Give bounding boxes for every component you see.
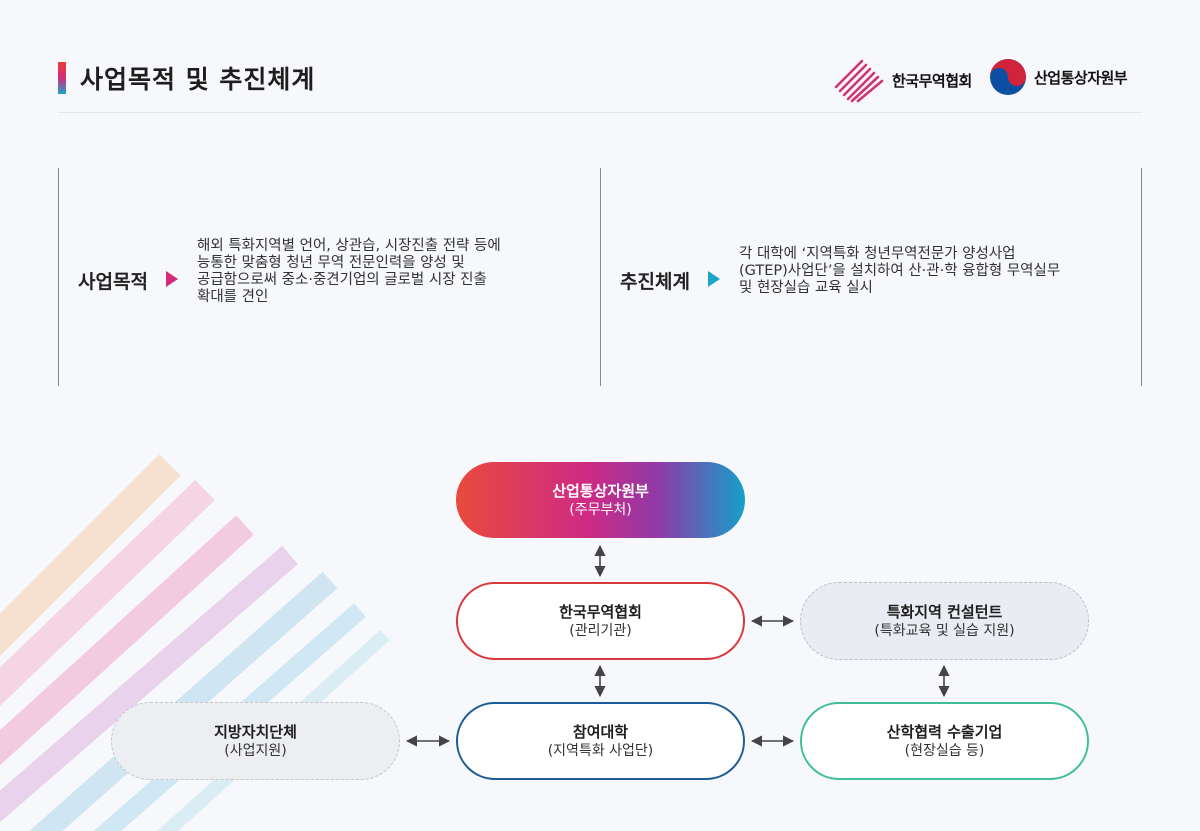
purpose-label: 사업목적 [78, 271, 148, 293]
node-university: 참여대학 (지역특화 사업단) [456, 702, 745, 780]
page-title: 사업목적 및 추진체계 [80, 65, 316, 94]
node-consultant-title: 특화지역 컨설턴트 [886, 602, 1003, 621]
node-ministry-title: 산업통상자원부 [552, 481, 649, 500]
motie-logo: 산업통상자원부 [988, 57, 1128, 97]
kita-logo: 한국무역협회 [832, 57, 972, 103]
system-line: 및 현장실습 교육 실시 [739, 280, 873, 296]
motie-logo-text: 산업통상자원부 [1034, 68, 1128, 87]
node-kita: 한국무역협회 (관리기관) [456, 582, 745, 660]
info-divider-left [58, 168, 59, 386]
kita-logo-text: 한국무역협회 [892, 71, 972, 90]
node-company: 산학협력 수출기업 (현장실습 등) [800, 702, 1089, 780]
node-local-gov-title: 지방자치단체 [214, 722, 297, 741]
purpose-line: 확대를 견인 [197, 289, 269, 305]
system-line: 각 대학에 ‘지역특화 청년무역전문가 양성사업 [739, 246, 1016, 262]
kita-emblem-icon [834, 59, 884, 103]
system-arrow-icon [708, 271, 720, 287]
info-divider-right [1141, 168, 1142, 386]
node-ministry: 산업통상자원부 (주무부처) [456, 462, 745, 538]
node-local-gov: 지방자치단체 (사업지원) [111, 702, 400, 780]
node-local-gov-sub: (사업지원) [224, 742, 287, 759]
purpose-line: 능통한 맞춤형 청년 무역 전문인력을 양성 및 [197, 255, 465, 271]
node-consultant: 특화지역 컨설턴트 (특화교육 및 실습 지원) [800, 582, 1089, 660]
header-divider [58, 112, 1142, 113]
system-text: 각 대학에 ‘지역특화 청년무역전문가 양성사업 (GTEP)사업단’을 설치하… [739, 246, 1060, 297]
node-kita-sub: (관리기관) [569, 622, 632, 639]
system-line: (GTEP)사업단’을 설치하여 산·관·학 융합형 무역실무 [739, 263, 1061, 279]
system-label: 추진체계 [620, 271, 690, 293]
title-accent-bar [58, 62, 66, 94]
purpose-line: 공급함으로써 중소·중견기업의 글로벌 시장 진출 [197, 272, 487, 288]
purpose-text: 해외 특화지역별 언어, 상관습, 시장진출 전략 등에 능통한 맞춤형 청년 … [197, 238, 501, 306]
node-kita-title: 한국무역협회 [559, 602, 642, 621]
node-company-title: 산학협력 수출기업 [886, 722, 1003, 741]
node-consultant-sub: (특화교육 및 실습 지원) [874, 622, 1015, 639]
info-divider-middle [600, 168, 601, 386]
node-company-sub: (현장실습 등) [904, 742, 985, 759]
node-ministry-sub: (주무부처) [569, 501, 632, 518]
taegeuk-emblem-icon [990, 59, 1026, 95]
node-university-sub: (지역특화 사업단) [547, 742, 654, 759]
node-university-title: 참여대학 [572, 722, 629, 741]
purpose-arrow-icon [166, 271, 178, 287]
purpose-line: 해외 특화지역별 언어, 상관습, 시장진출 전략 등에 [197, 238, 501, 254]
